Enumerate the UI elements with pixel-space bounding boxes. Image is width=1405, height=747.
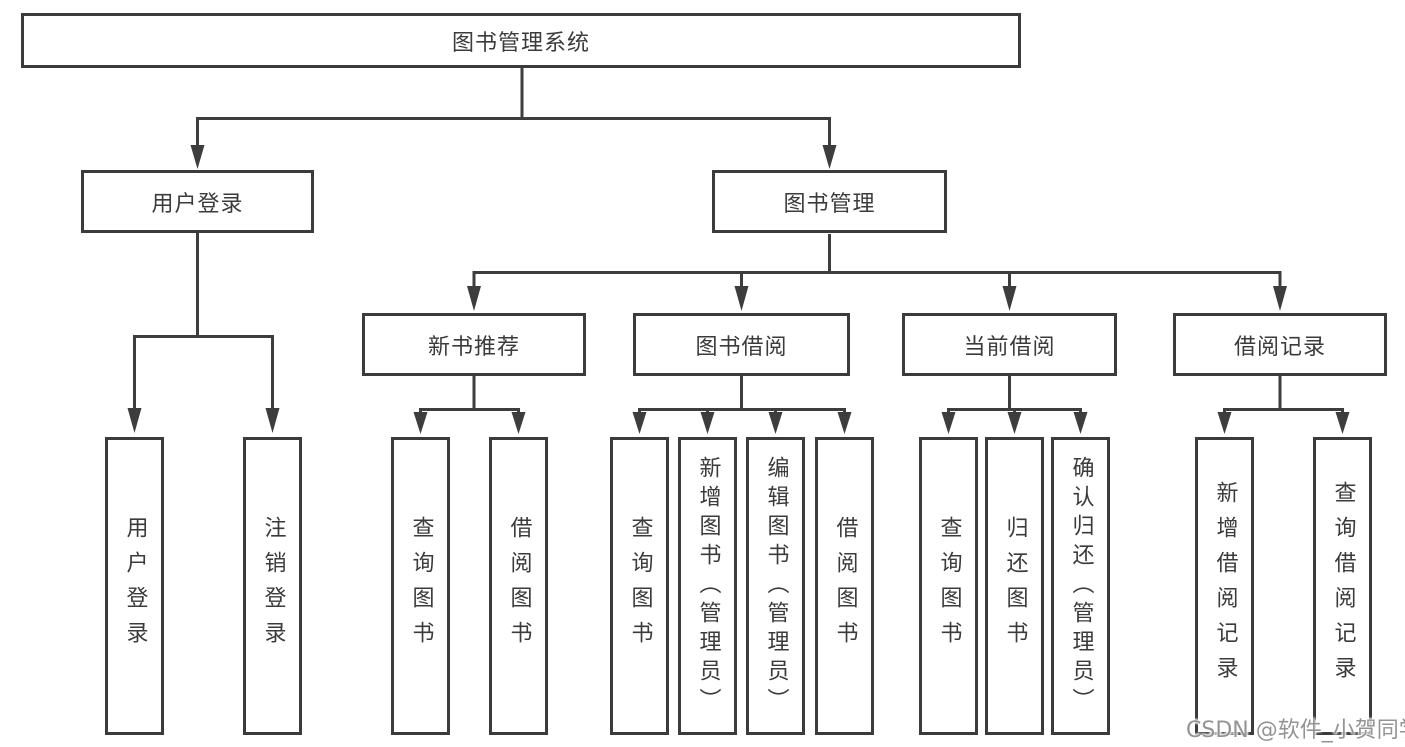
- node-book-borrowing: 图书借阅: [633, 313, 850, 376]
- node-user-login: 用户登录: [81, 170, 314, 233]
- node-label: 用户登录: [151, 191, 244, 217]
- node-book-management: 图书管理: [712, 170, 947, 233]
- leaf-add-books-admin: 新增图书（管理员）: [678, 437, 737, 735]
- node-label: 图书借阅: [695, 334, 788, 360]
- leaf-query-borrow-record: 查询借阅记录: [1313, 437, 1372, 735]
- node-new-book-recommendation: 新书推荐: [362, 313, 586, 376]
- leaf-borrow-books: 借阅图书: [489, 437, 548, 735]
- leaf-edit-books-admin: 编辑图书（管理员）: [746, 437, 805, 735]
- arrowheads-root: [190, 145, 837, 169]
- leaf-return-books: 归还图书: [985, 437, 1044, 735]
- leaf-label: 用户登录: [122, 516, 148, 656]
- node-label: 图书管理系统: [451, 30, 590, 56]
- leaf-confirm-return-admin: 确认归还（管理员）: [1051, 437, 1110, 735]
- node-label: 新书推荐: [427, 334, 520, 360]
- leaf-label: 借阅图书: [832, 516, 858, 656]
- leaf-label: 编辑图书（管理员）: [763, 455, 789, 717]
- leaf-label: 查询借阅记录: [1330, 481, 1356, 691]
- arrowheads-book-management: [467, 286, 1287, 311]
- node-library-management-system: 图书管理系统: [21, 13, 1021, 68]
- leaf-label: 新增图书（管理员）: [695, 455, 721, 717]
- connector-book-management: [472, 234, 1282, 288]
- csdn-watermark: CSDN @软件_小贺同学: [1186, 718, 1405, 743]
- leaf-label: 查询图书: [627, 516, 653, 656]
- leaf-query-books-2: 查询图书: [610, 437, 669, 735]
- arrowheads-user-login: [127, 408, 280, 433]
- leaf-add-borrow-record: 新增借阅记录: [1195, 437, 1254, 735]
- leaf-logout: 注销登录: [243, 437, 302, 735]
- node-current-borrowing: 当前借阅: [902, 313, 1117, 376]
- leaf-label: 确认归还（管理员）: [1068, 455, 1094, 717]
- connector-root: [196, 68, 831, 147]
- node-label: 当前借阅: [963, 334, 1056, 360]
- leaf-label: 借阅图书: [506, 516, 532, 656]
- leaf-label: 新增借阅记录: [1212, 481, 1238, 691]
- node-label: 图书管理: [783, 191, 876, 217]
- leaf-query-books-3: 查询图书: [919, 437, 978, 735]
- connector-user-login: [133, 233, 274, 410]
- leaf-query-books: 查询图书: [391, 437, 450, 735]
- arrowheads-level3-groups: [413, 412, 1350, 434]
- leaf-label: 查询图书: [936, 516, 962, 656]
- leaf-label: 注销登录: [260, 516, 286, 656]
- node-borrowing-records: 借阅记录: [1173, 313, 1387, 376]
- leaf-label: 查询图书: [408, 516, 434, 656]
- node-label: 借阅记录: [1233, 334, 1326, 360]
- leaf-label: 归还图书: [1002, 516, 1028, 656]
- leaf-borrow-books-2: 借阅图书: [815, 437, 874, 735]
- connector-level3-groups: [419, 376, 1344, 414]
- leaf-user-login: 用户登录: [105, 437, 164, 735]
